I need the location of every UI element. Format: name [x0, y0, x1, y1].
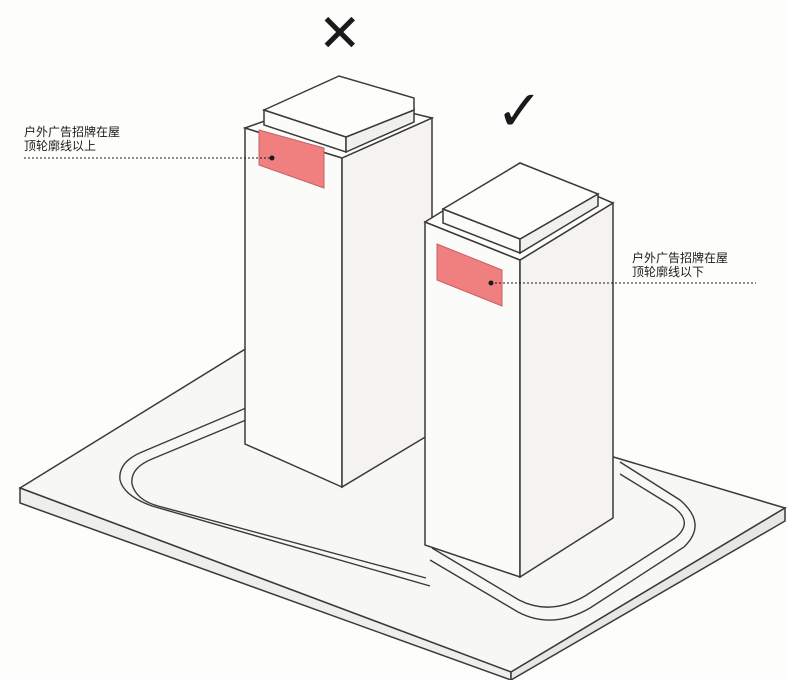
right-roof-box-top [441, 162, 600, 240]
correct-mark-icon: ✓ [496, 79, 543, 144]
label-above-line2: 顶轮廓线以上 [24, 139, 97, 153]
right-signboard [436, 243, 503, 307]
right-building [423, 162, 756, 579]
label-below-line2: 顶轮廓线以下 [632, 265, 705, 279]
label-above-line1: 户外广告招牌在屋 [24, 125, 121, 139]
label-below-line1: 户外广告招牌在屋 [632, 251, 729, 265]
left-building [24, 75, 435, 489]
road-inner-line [131, 419, 696, 621]
right-building-side [519, 201, 614, 579]
wrong-mark-icon: ✕ [318, 4, 362, 64]
label-signboard-above-roofline: 户外广告招牌在屋 顶轮廓线以上 [24, 125, 164, 153]
left-building-side [341, 116, 433, 489]
road-outer-line [119, 407, 685, 608]
left-roof-box-top [261, 75, 415, 138]
left-signboard [258, 129, 325, 189]
left-building-front [244, 126, 343, 489]
ground-front-edge [19, 486, 512, 680]
road-track [119, 407, 696, 621]
ground-side-edge [510, 506, 786, 680]
left-signboard-pointer-dot [269, 155, 275, 161]
road-outer-front [119, 479, 431, 587]
road-inner-front [131, 483, 427, 579]
label-signboard-below-roofline: 户外广告招牌在屋 顶轮廓线以下 [632, 251, 772, 279]
